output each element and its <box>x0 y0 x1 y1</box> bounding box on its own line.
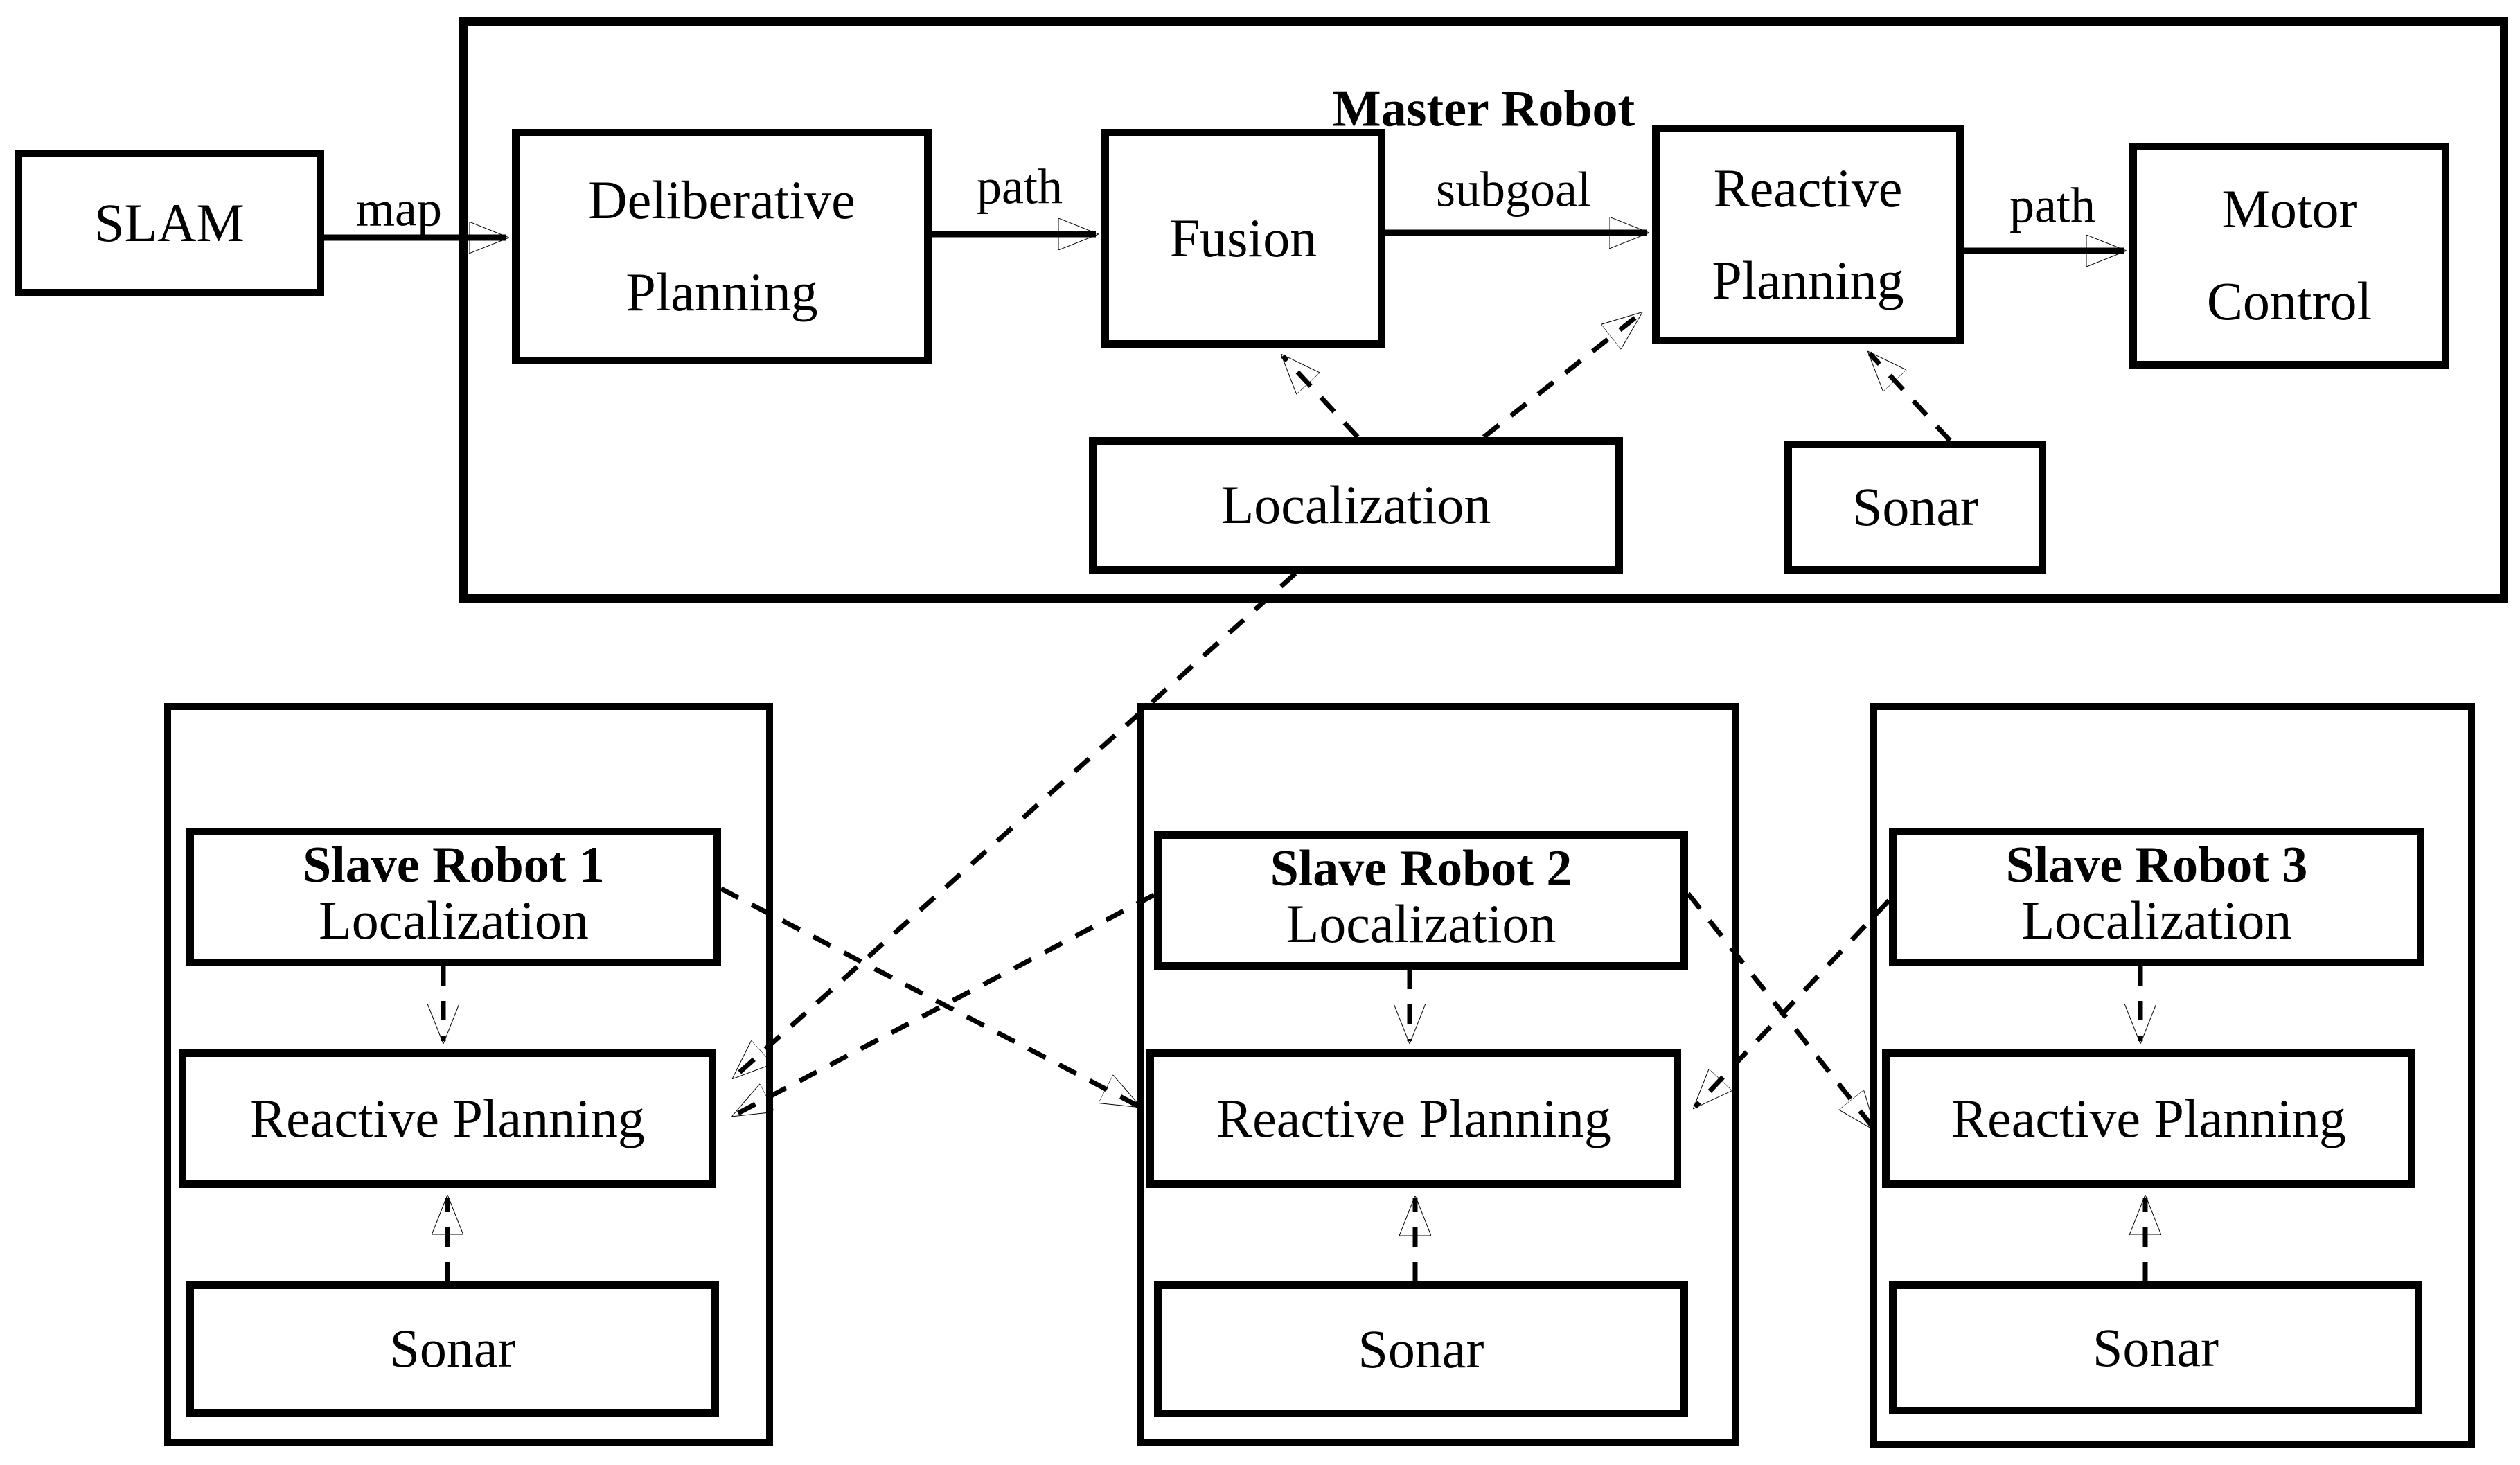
node-slave2-localization: Slave Robot 2 Localization <box>1154 831 1688 970</box>
node-slave1-reactive-planning-label: Reactive Planning <box>250 1087 645 1148</box>
arrow-slave2-localization-to-slave1-reactive-planning <box>734 892 1155 1118</box>
node-slave3-reactive-planning: Reactive Planning <box>1882 1049 2415 1188</box>
slave3-localization-text: Slave Robot 3 Localization <box>2006 838 2308 950</box>
edge-label-path-1: path <box>977 159 1063 215</box>
node-fusion-label: Fusion <box>1169 207 1317 268</box>
node-slave3-sonar: Sonar <box>1889 1281 2422 1414</box>
node-master-reactive-planning-label: Reactive Planning <box>1712 157 1904 310</box>
edge-label-path-2: path <box>2009 177 2095 233</box>
node-slave1-sonar-label: Sonar <box>389 1318 516 1379</box>
edge-label-subgoal: subgoal <box>1436 161 1591 217</box>
node-slave2-sonar-label: Sonar <box>1358 1318 1484 1379</box>
node-master-localization: Localization <box>1089 437 1623 574</box>
node-master-sonar: Sonar <box>1784 441 2046 574</box>
node-master-sonar-label: Sonar <box>1852 476 1978 537</box>
node-motor-control: Motor Control <box>2129 143 2449 369</box>
node-slave3-reactive-planning-label: Reactive Planning <box>1951 1087 2346 1148</box>
node-slave2-localization-label: Localization <box>1286 894 1556 955</box>
master-robot-title: Master Robot <box>1332 80 1635 138</box>
node-slave1-reactive-planning: Reactive Planning <box>179 1049 716 1188</box>
slave2-localization-text: Slave Robot 2 Localization <box>1270 842 1572 953</box>
node-slave1-sonar: Sonar <box>186 1281 719 1417</box>
node-slave3-localization: Slave Robot 3 Localization <box>1889 828 2424 966</box>
node-master-localization-label: Localization <box>1221 474 1491 535</box>
node-fusion: Fusion <box>1101 129 1385 348</box>
arrow-slave1-localization-to-slave2-reactive-planning <box>720 886 1139 1109</box>
node-slave1-localization: Slave Robot 1 Localization <box>186 828 721 966</box>
node-deliberative-planning: Deliberative Planning <box>512 129 932 364</box>
slave1-title: Slave Robot 1 <box>303 837 605 894</box>
slave3-title: Slave Robot 3 <box>2005 837 2308 894</box>
node-deliberative-planning-label: Deliberative Planning <box>588 170 855 322</box>
node-slave3-sonar-label: Sonar <box>2093 1317 2219 1378</box>
slave2-title: Slave Robot 2 <box>1270 840 1572 897</box>
node-slave2-sonar: Sonar <box>1154 1281 1688 1417</box>
node-master-reactive-planning: Reactive Planning <box>1652 125 1964 344</box>
node-slam: SLAM <box>15 150 324 296</box>
node-slave1-localization-label: Localization <box>319 890 589 951</box>
node-slave3-localization-label: Localization <box>2021 890 2292 951</box>
node-slave2-reactive-planning: Reactive Planning <box>1146 1049 1681 1188</box>
node-slave2-reactive-planning-label: Reactive Planning <box>1216 1087 1611 1148</box>
node-motor-control-label: Motor Control <box>2206 179 2372 331</box>
edge-label-map: map <box>356 181 442 237</box>
slave1-localization-text: Slave Robot 1 Localization <box>303 838 605 950</box>
node-slam-label: SLAM <box>94 192 245 253</box>
